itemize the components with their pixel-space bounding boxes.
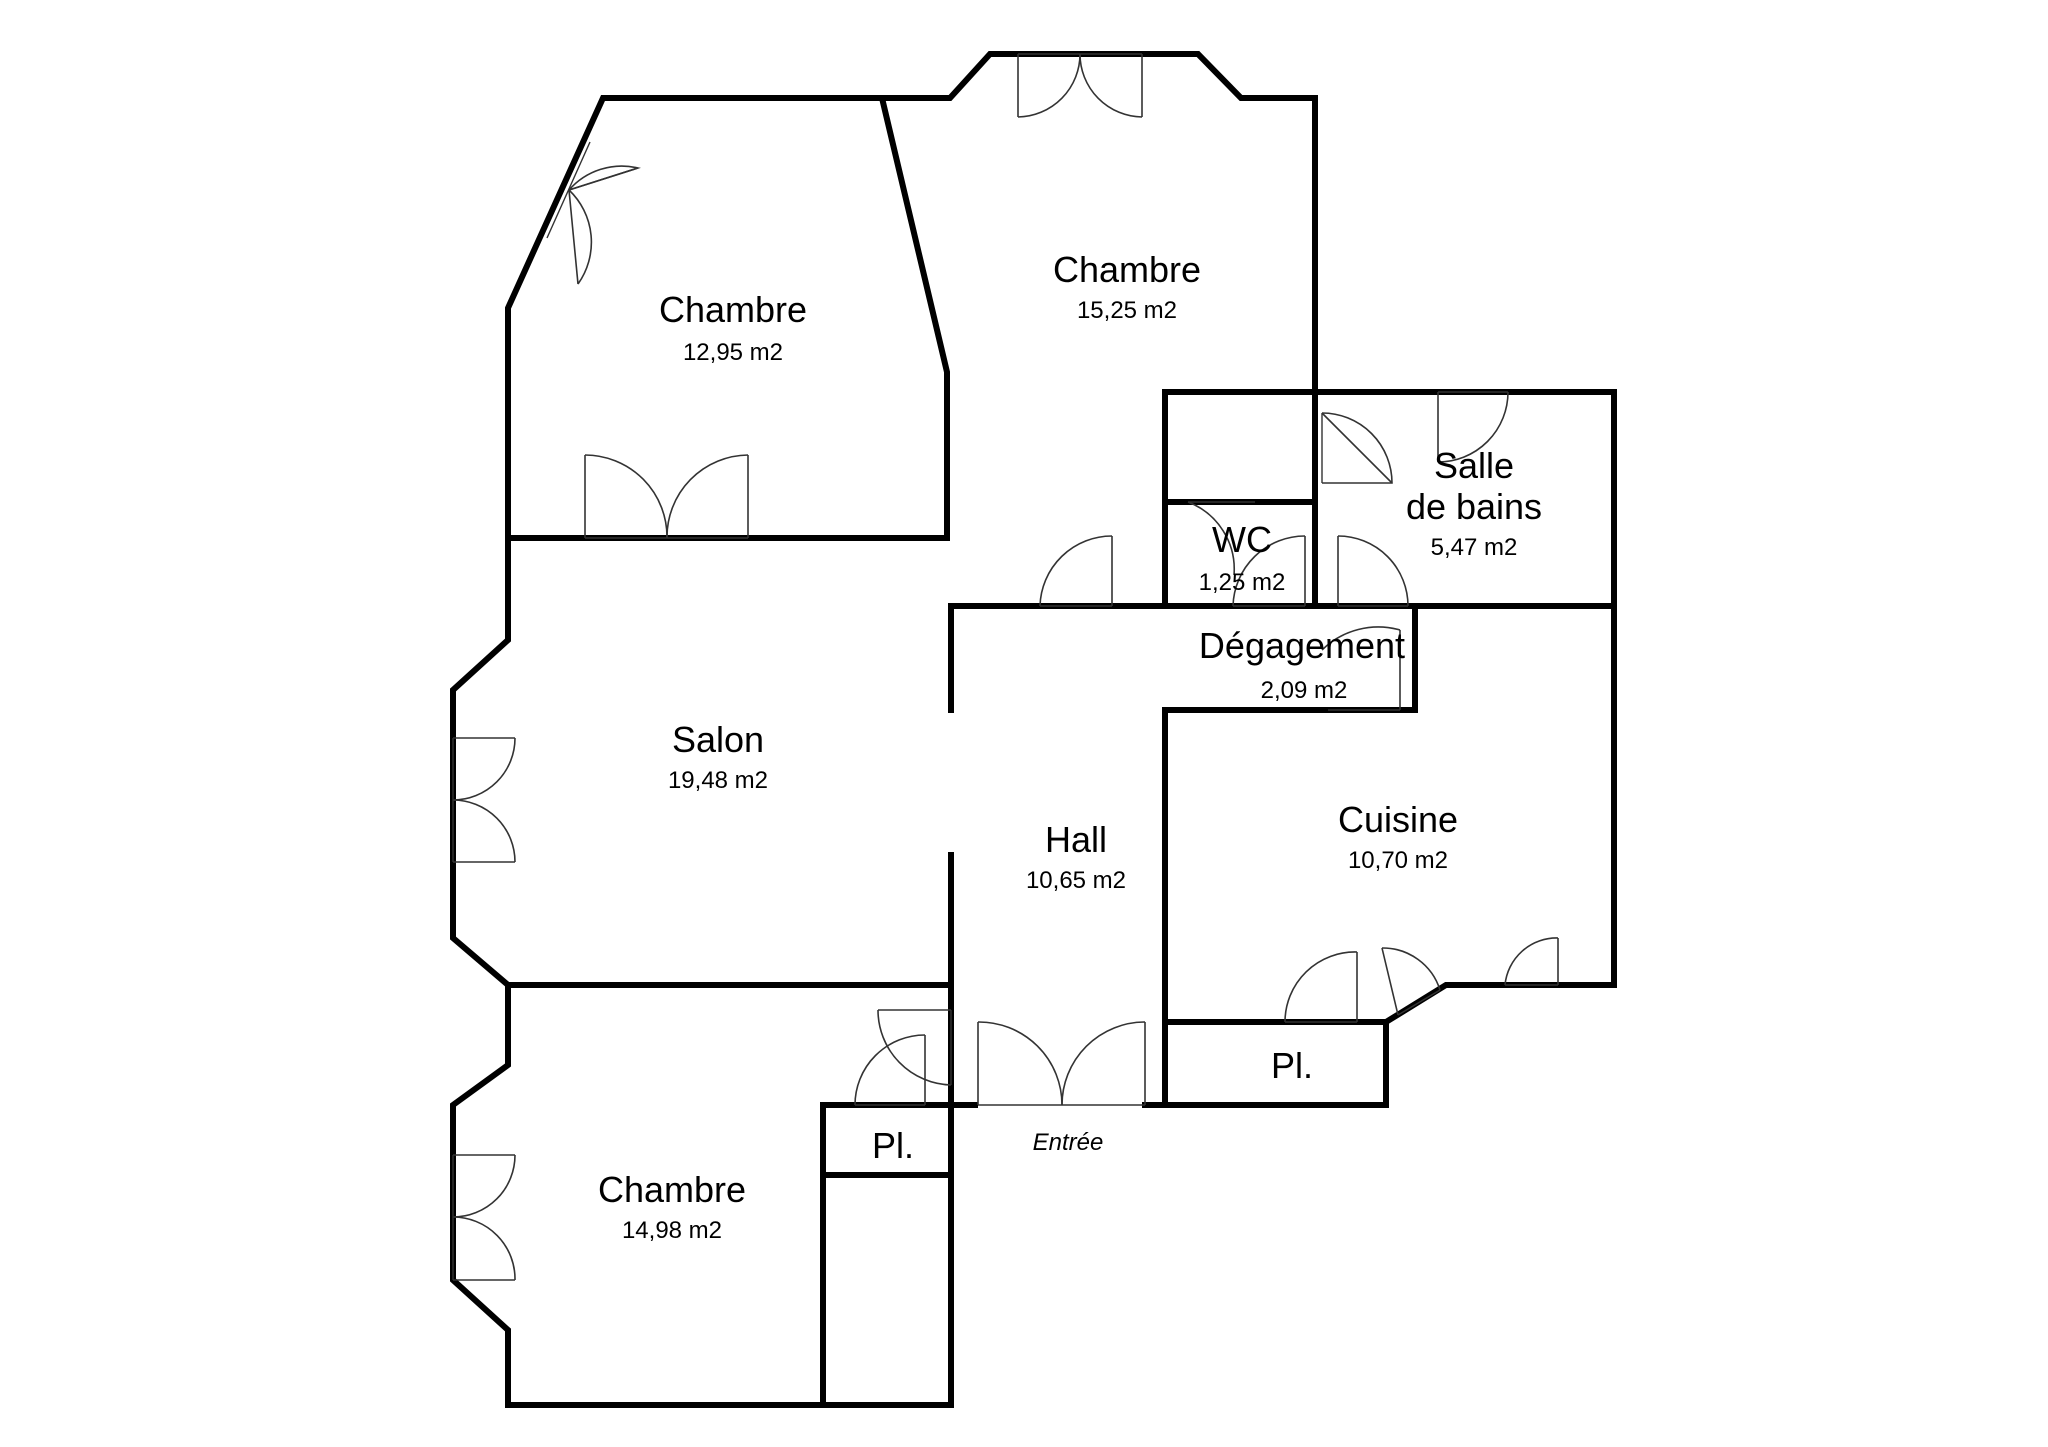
- room-area-wc: 1,25 m2: [1199, 569, 1286, 596]
- room-name-cuisine: Cuisine: [1338, 799, 1458, 840]
- window-chambre-nw: [546, 141, 641, 285]
- room-area-hall: 10,65 m2: [1026, 867, 1126, 894]
- wall-chambre-ne: [879, 51, 1318, 395]
- room-name-hall: Hall: [1045, 819, 1107, 860]
- wall-chambre-nw: [505, 95, 950, 541]
- window-salle-de-bains: [1437, 391, 1509, 463]
- room-name-salle-de-bains-1: Salle: [1434, 445, 1514, 486]
- wall-left-wing: [450, 535, 954, 1408]
- door-chambre-nw-salon: [584, 454, 749, 539]
- door-cuisine-right: [1504, 937, 1559, 986]
- room-name-placard-kitchen: Pl.: [1271, 1045, 1313, 1086]
- room-area-chambre-sw: 14,98 m2: [622, 1217, 722, 1244]
- door-cuisine-angled: [1381, 947, 1441, 1016]
- room-area-chambre-nw: 12,95 m2: [683, 339, 783, 366]
- room-name-salon: Salon: [672, 719, 764, 760]
- room-name-chambre-ne: Chambre: [1053, 249, 1201, 290]
- window-chambre-sw: [452, 1154, 516, 1281]
- door-chambre-sw: [877, 1009, 952, 1086]
- openings: [452, 53, 1559, 1281]
- room-name-salle-de-bains-2: de bains: [1406, 486, 1542, 527]
- door-degagement-cuisine: [1321, 626, 1401, 711]
- entrance-label: Entrée: [1033, 1129, 1104, 1156]
- window-chambre-ne: [1017, 53, 1143, 118]
- door-wc: [1232, 535, 1306, 607]
- room-area-cuisine: 10,70 m2: [1348, 847, 1448, 874]
- door-chambre-ne: [1039, 535, 1113, 607]
- door-salle-de-bains: [1337, 535, 1409, 607]
- room-area-chambre-ne: 15,25 m2: [1077, 297, 1177, 324]
- wall-right-wing: [1162, 389, 1617, 1108]
- door-cuisine-placard: [1284, 951, 1358, 1023]
- room-area-degagement: 2,09 m2: [1261, 677, 1348, 704]
- room-name-chambre-nw: Chambre: [659, 289, 807, 330]
- door-salle-de-bains-upper: [1321, 412, 1393, 484]
- room-name-chambre-sw: Chambre: [598, 1169, 746, 1210]
- window-salon: [452, 737, 516, 863]
- room-name-wc: WC: [1212, 519, 1272, 560]
- room-name-degagement: Dégagement: [1199, 625, 1405, 666]
- room-name-placard-hall: Pl.: [872, 1125, 914, 1166]
- door-entree: [977, 1021, 1146, 1106]
- room-area-salle-de-bains: 5,47 m2: [1431, 534, 1518, 561]
- door-placard-hall: [854, 1034, 926, 1106]
- opening-wc-upper: [1187, 501, 1255, 576]
- room-labels: Chambre 12,95 m2 Chambre 15,25 m2 Salle …: [598, 249, 1542, 1244]
- room-area-salon: 19,48 m2: [668, 767, 768, 794]
